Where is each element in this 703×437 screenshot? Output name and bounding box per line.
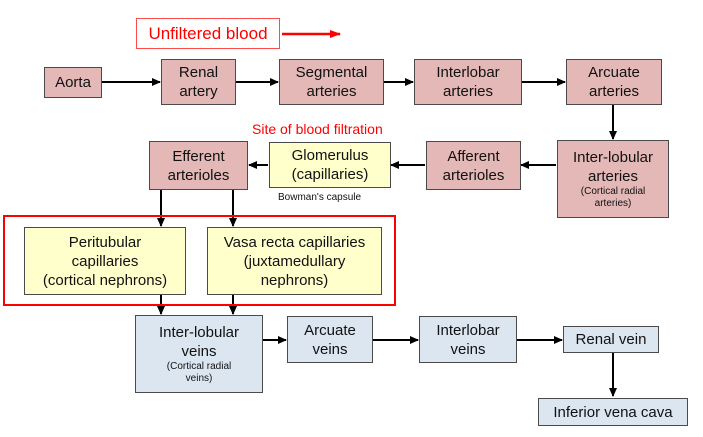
node-inferior-vena-cava: Inferior vena cava	[538, 398, 688, 426]
node-vasa-recta-capillaries: Vasa recta capillaries (juxtamedullary n…	[207, 227, 382, 295]
node-renal-vein: Renal vein	[563, 326, 659, 353]
node-interlobular-veins: Inter-lobular veins (Cortical radial vei…	[135, 315, 263, 393]
node-aorta: Aorta	[44, 67, 102, 98]
unfiltered-blood-label: Unfiltered blood	[148, 24, 268, 43]
node-arcuate-arteries: Arcuate arteries	[566, 59, 662, 105]
node-efferent-arterioles: Efferent arterioles	[149, 141, 248, 190]
node-interlobular-arteries: Inter-lobular arteries (Cortical radial …	[557, 140, 669, 218]
node-arcuate-veins: Arcuate veins	[287, 316, 373, 363]
node-segmental-arteries: Segmental arteries	[279, 59, 384, 105]
unfiltered-blood-legend: Unfiltered blood	[136, 18, 280, 49]
filtration-site-label: Site of blood filtration	[252, 121, 383, 137]
node-peritubular-capillaries: Peritubular capillaries (cortical nephro…	[24, 227, 186, 295]
node-renal-artery: Renal artery	[161, 59, 236, 105]
node-glomerulus: Glomerulus (capillaries)	[269, 142, 391, 188]
capillary-highlight-frame	[3, 215, 396, 306]
node-interlobar-veins: Interlobar veins	[419, 316, 517, 363]
node-interlobar-arteries: Interlobar arteries	[414, 59, 522, 105]
node-afferent-arterioles: Afferent arterioles	[426, 141, 521, 190]
bowmans-capsule-label: Bowman's capsule	[278, 192, 362, 203]
